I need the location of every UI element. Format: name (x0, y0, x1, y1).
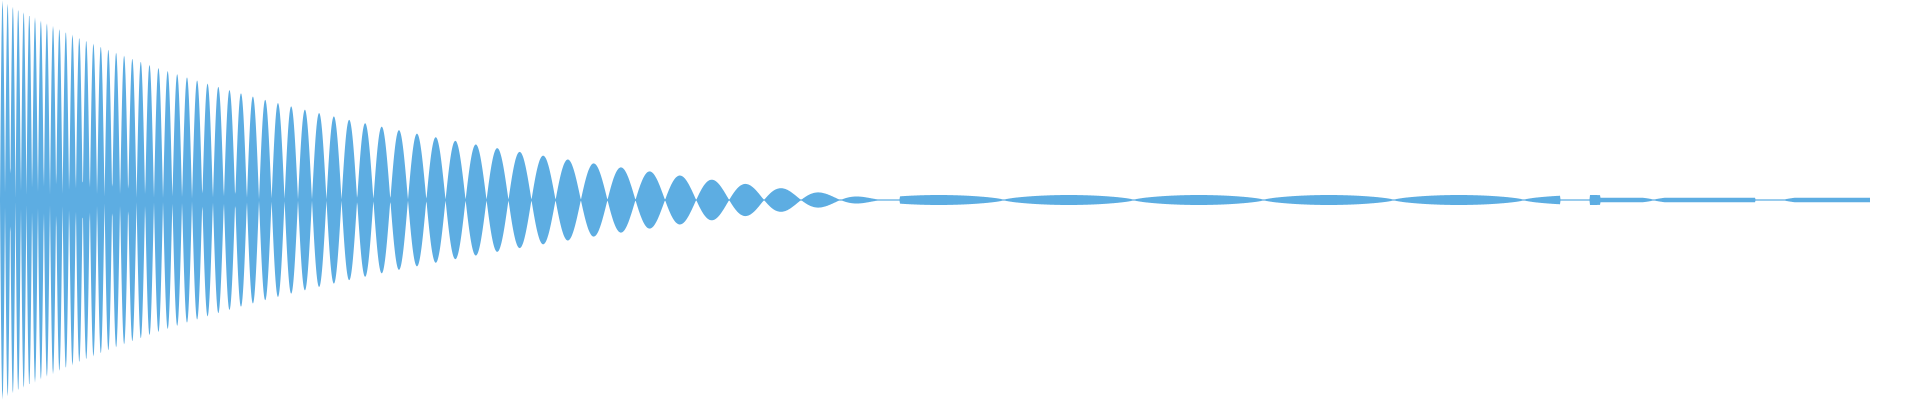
audio-waveform (0, 0, 1870, 400)
